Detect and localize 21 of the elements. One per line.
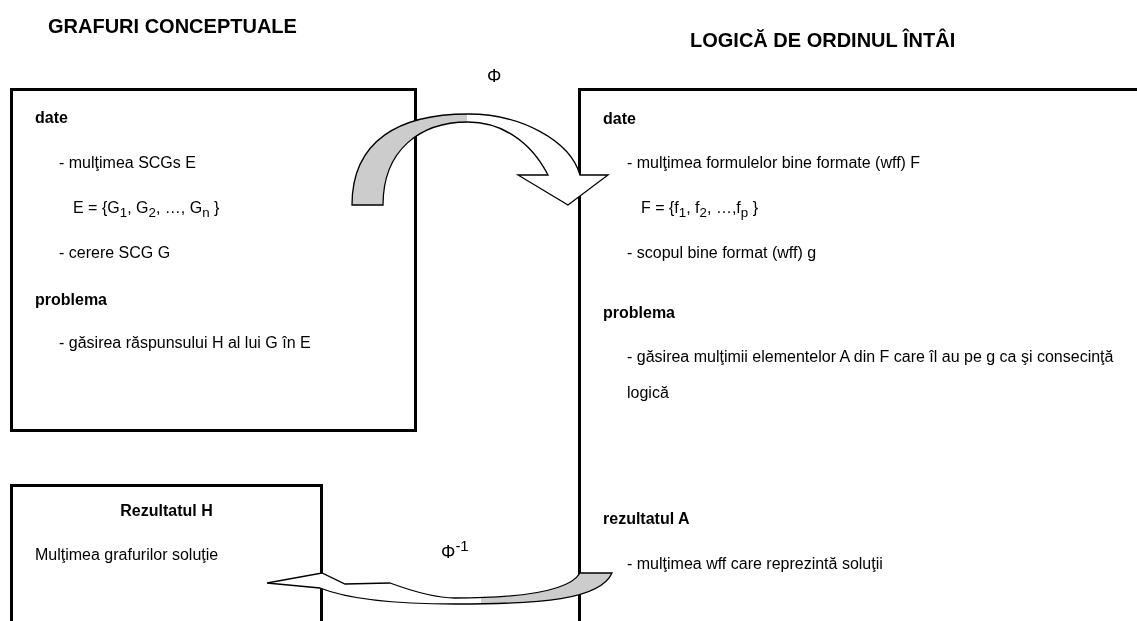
curved-block-arrow: [266, 572, 613, 605]
text-line: - mulţimea formulelor bine formate (wff) F: [627, 153, 921, 173]
text-line: - scopul bine format (wff) g: [627, 243, 817, 263]
text-line: F = {f$_{1}$, f$_{2}$, …,f$_{p}$ }: [641, 198, 758, 223]
section-heading: problema: [603, 303, 675, 323]
section-heading: Rezultatul H: [119, 501, 214, 521]
section-heading: date: [35, 108, 68, 128]
section-heading: rezultatul A: [603, 509, 690, 529]
text-line: E = {G$_{1}$, G$_{2}$, …, G$_{n}$ }: [73, 198, 220, 223]
section-heading: date: [603, 109, 636, 129]
text-line: - mulţimea SCGs E: [59, 153, 196, 173]
text-line: - mulţimea wff care reprezintă soluţii: [627, 554, 883, 574]
curved-block-arrow: [351, 113, 609, 206]
column-heading: GRAFURI CONCEPTUALE: [48, 15, 297, 38]
concept-graph-box: [10, 88, 417, 432]
text-line: - găsirea mulţimii elementelor A din F care îl au pe g ca şi consecinţă logică: [627, 347, 1115, 403]
text-line: - cerere SCG G: [59, 243, 171, 263]
section-heading: problema: [35, 290, 107, 310]
text-line: Mulţimea grafurilor soluţie: [35, 545, 220, 565]
text-line: - găsirea răspunsului H al lui G în E: [59, 333, 312, 353]
column-heading: LOGICĂ DE ORDINUL ÎNTÂI: [690, 29, 956, 52]
